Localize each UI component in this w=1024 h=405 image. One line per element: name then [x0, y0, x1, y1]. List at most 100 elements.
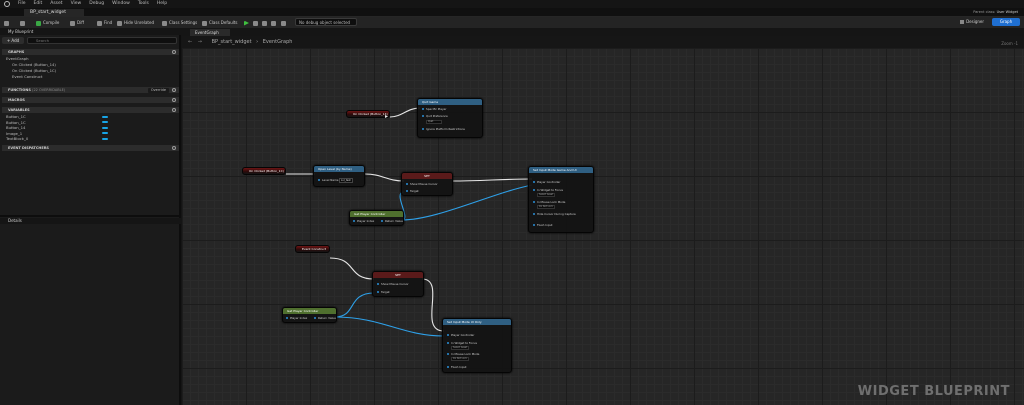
menu-tools[interactable]: Tools — [137, 1, 149, 6]
event-graph-canvas[interactable]: On Clicked (Button_14) Quit Game Specifi… — [182, 48, 1024, 405]
mouse-lock-select[interactable]: Do Not Lock — [537, 205, 555, 209]
pin-label[interactable]: Return Value — [314, 317, 336, 320]
designer-button[interactable]: Designer — [960, 18, 984, 26]
variable-item[interactable]: TextBlock_0 — [6, 136, 29, 141]
pin-label[interactable]: Ignore Platform Restrictions — [422, 128, 465, 131]
override-dropdown[interactable]: Override — [147, 87, 169, 93]
add-dispatcher-icon[interactable] — [172, 146, 176, 150]
set-input-mode-game-and-ui-node[interactable]: Set Input Mode Game And UI Player Contro… — [528, 166, 594, 233]
quit-game-node[interactable]: Quit Game Specific Player Quit Preferenc… — [417, 98, 483, 138]
save-button[interactable] — [4, 18, 11, 27]
graph-item-click14[interactable]: On Clicked (Button_14) — [12, 62, 56, 67]
exec-out-pin[interactable] — [385, 115, 388, 118]
class-defaults-button[interactable]: Class Defaults — [202, 18, 238, 27]
panel-divider[interactable] — [0, 215, 181, 217]
breadcrumb-root[interactable]: BP_start_widget — [211, 39, 252, 45]
event-dispatchers-section[interactable]: EVENT DISPATCHERS — [2, 145, 179, 151]
event-node-construct[interactable]: Event Construct — [295, 245, 330, 253]
pin-label[interactable]: Show Mouse Cursor — [377, 283, 409, 286]
menu-file[interactable]: File — [18, 1, 26, 6]
add-button[interactable]: + Add — [2, 37, 24, 44]
add-graph-icon[interactable] — [172, 50, 176, 54]
breadcrumb-leaf[interactable]: EventGraph — [262, 39, 293, 45]
tab-eventgraph[interactable]: EventGraph — [190, 29, 230, 36]
add-variable-icon[interactable] — [172, 108, 176, 112]
exec-wire — [329, 257, 375, 280]
functions-section[interactable]: FUNCTIONS (22 OVERRIDABLE) Override — [2, 87, 179, 93]
pin-label[interactable]: Hide Cursor During Capture — [533, 213, 576, 216]
pin-label[interactable]: Flush Input — [533, 224, 553, 227]
graph-item-click1c[interactable]: On Clicked (Button_1C) — [12, 68, 57, 73]
pin-label[interactable]: In Widget to Focus — [447, 342, 477, 345]
set-show-mouse-cursor-node[interactable]: SET Show Mouse Cursor Target — [401, 172, 453, 196]
menu-edit[interactable]: Edit — [33, 1, 43, 6]
graph-button[interactable]: Graph — [992, 18, 1020, 26]
widget-select[interactable]: Select Asset — [537, 193, 555, 197]
menu-view[interactable]: View — [70, 1, 82, 6]
open-level-node[interactable]: Open Level (by Name) Level Name Lvl_test — [313, 165, 365, 187]
find-button[interactable]: Find — [97, 18, 112, 27]
widget-select[interactable]: Select Asset — [451, 346, 469, 350]
pin-label[interactable]: Flush Input — [447, 366, 467, 369]
set-input-mode-ui-only-node[interactable]: Set Input Mode UI Only Player Controller… — [442, 318, 512, 373]
details-tab[interactable]: Details — [0, 218, 181, 224]
menu-debug[interactable]: Debug — [89, 1, 105, 6]
menu-window[interactable]: Window — [112, 1, 130, 6]
pin-label[interactable]: Quit Preference — [422, 115, 448, 118]
pin-label[interactable]: Player Index — [353, 220, 374, 223]
stop-button[interactable] — [271, 18, 278, 27]
play-button[interactable] — [244, 18, 251, 27]
set-show-mouse-cursor-node[interactable]: SET Show Mouse Cursor Target — [372, 271, 424, 297]
debug-options-button[interactable] — [281, 18, 288, 27]
add-function-icon[interactable] — [172, 88, 176, 92]
left-panel: My Blueprint + Add Search GRAPHS EventGr… — [0, 29, 181, 405]
my-blueprint-tab[interactable]: My Blueprint — [0, 29, 181, 35]
hide-unrelated-button[interactable]: Hide Unrelated — [117, 18, 154, 27]
pin-label[interactable]: Show Mouse Cursor — [406, 183, 438, 186]
graph-item-construct[interactable]: Event Construct — [12, 74, 43, 79]
graphs-section[interactable]: GRAPHS — [2, 49, 179, 55]
pin-label[interactable]: Player Controller — [533, 181, 560, 184]
pin-label[interactable]: Target — [377, 291, 390, 294]
pin-label[interactable]: Level Name — [318, 179, 339, 182]
level-name-input[interactable]: Lvl_test — [339, 178, 353, 183]
compile-button[interactable]: Compile — [36, 18, 59, 27]
event-node-click14[interactable]: On Clicked (Button_14) — [346, 110, 390, 118]
variable-item[interactable]: Button_1C — [6, 119, 26, 125]
search-input[interactable]: Search — [27, 37, 177, 44]
pause-button[interactable] — [262, 18, 269, 27]
menu-help[interactable]: Help — [156, 1, 168, 6]
event-node-click1c[interactable]: On Clicked (Button_1C) — [242, 167, 286, 175]
pin-label[interactable]: In Mouse Lock Mode — [533, 201, 565, 204]
browse-button[interactable] — [20, 18, 27, 27]
pin-label[interactable]: In Widget to Focus — [533, 189, 563, 192]
class-settings-button[interactable]: Class Settings — [162, 18, 197, 27]
quit-preference-select[interactable]: Quit — [426, 120, 442, 124]
back-arrow-icon[interactable]: ← — [188, 39, 193, 45]
variable-type-icon — [102, 132, 108, 134]
parent-class-value[interactable]: User Widget — [996, 10, 1018, 14]
pin-label[interactable]: In Mouse Lock Mode — [447, 353, 479, 356]
debug-object-select[interactable]: No debug object selected — [295, 18, 357, 26]
graph-item-eventgraph[interactable]: EventGraph — [6, 56, 29, 61]
forward-arrow-icon[interactable]: → — [197, 39, 202, 45]
pin-label[interactable]: Return Value — [381, 220, 403, 223]
get-player-controller-node[interactable]: Get Player Controller Player Index Retur… — [349, 210, 404, 226]
variable-item[interactable]: Image_1 — [6, 130, 23, 136]
get-player-controller-node[interactable]: Get Player Controller Player Index Retur… — [282, 307, 337, 323]
pin-label[interactable]: Target — [406, 190, 419, 193]
add-macro-icon[interactable] — [172, 98, 176, 102]
document-tab[interactable]: BP_start_widget — [24, 9, 84, 17]
step-button[interactable] — [253, 18, 260, 27]
diff-button[interactable]: Diff — [70, 18, 84, 27]
pin-label[interactable]: Player Controller — [447, 334, 474, 337]
unreal-logo-icon[interactable] — [4, 1, 10, 7]
variable-item[interactable]: Button_14 — [6, 125, 26, 130]
variable-item[interactable]: Button_1C — [6, 114, 26, 119]
macros-section[interactable]: MACROS — [2, 97, 179, 103]
pin-label[interactable]: Player Index — [286, 317, 307, 320]
mouse-lock-select[interactable]: Do Not Lock — [451, 357, 469, 361]
pin-label[interactable]: Specific Player — [422, 108, 446, 111]
variables-section[interactable]: VARIABLES — [2, 107, 179, 113]
menu-asset[interactable]: Asset — [50, 1, 63, 6]
